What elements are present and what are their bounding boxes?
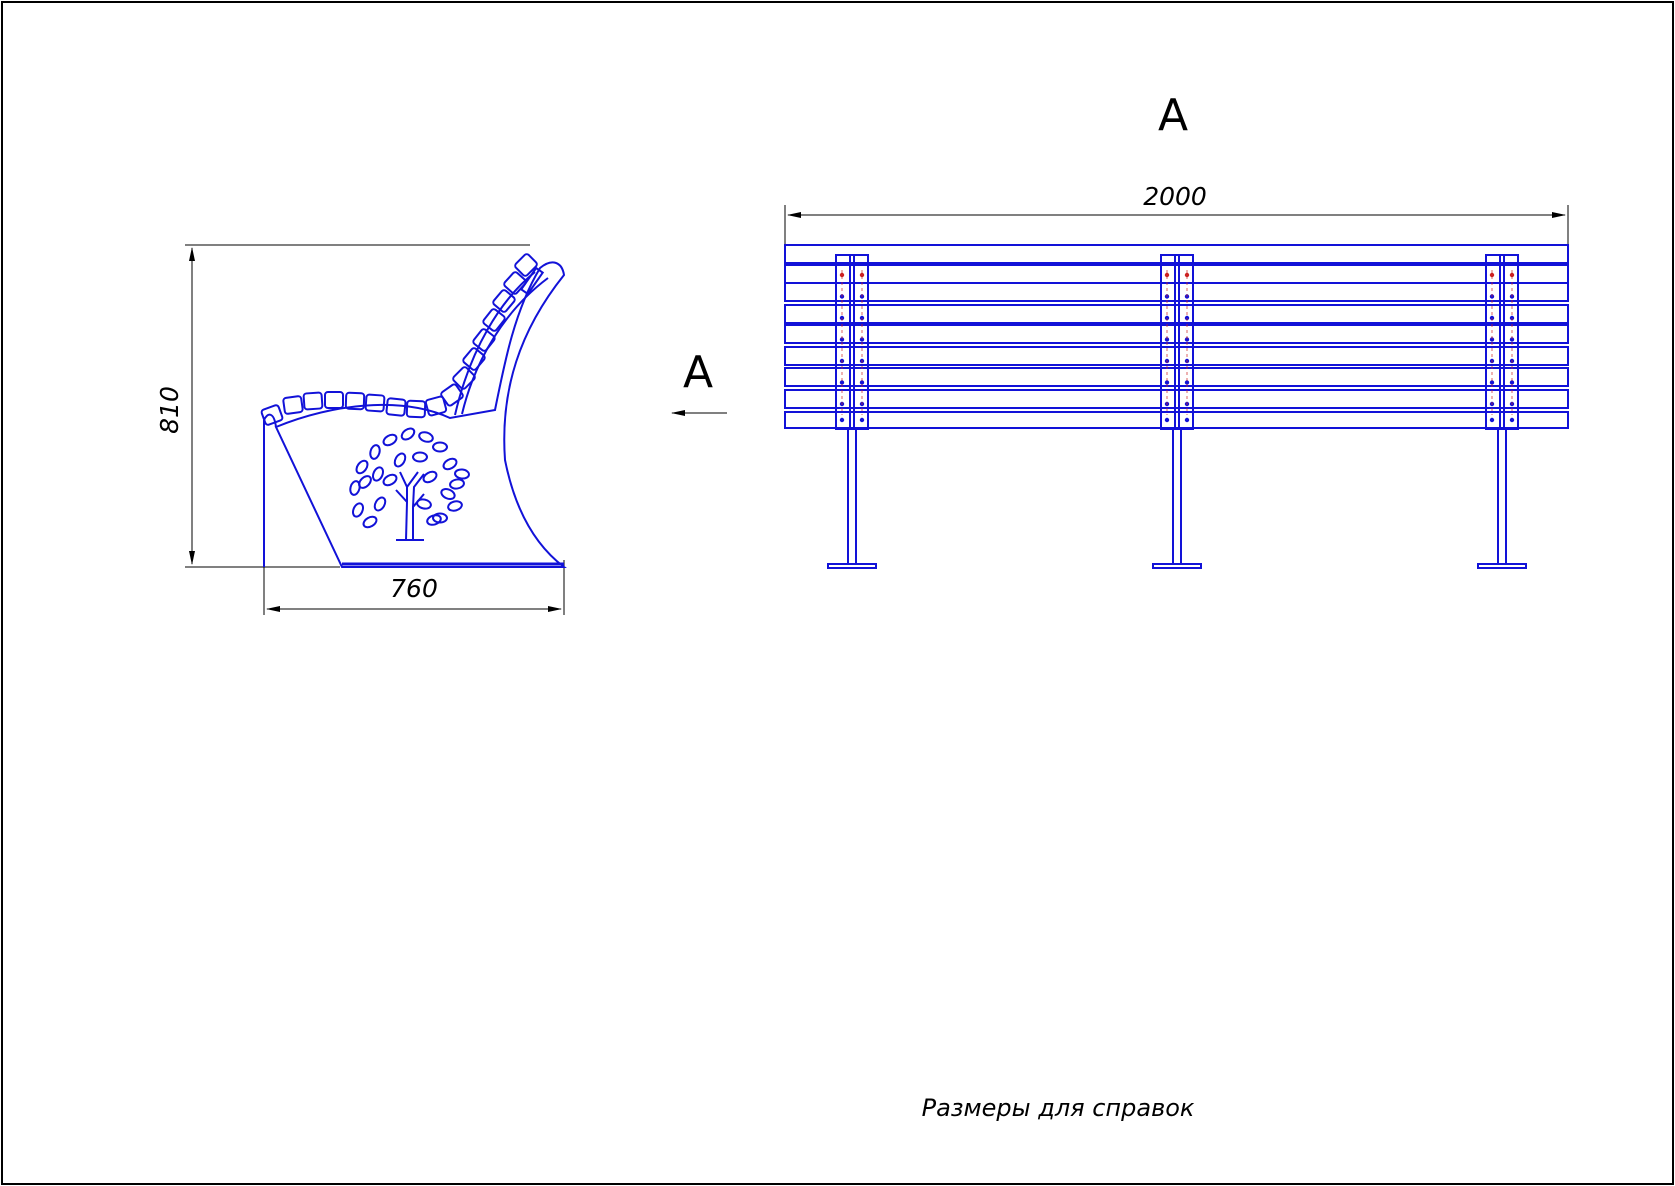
view-arrow-label: А [683,347,713,398]
bolt [1184,272,1190,278]
seat-slat [482,308,506,332]
seat-slat [503,271,527,295]
bolt [1489,337,1495,342]
height-dimension: 810 [155,244,530,568]
bolt [1489,417,1495,423]
tree-leaf [418,431,434,443]
back-slat [784,367,1569,387]
tree-leaf [440,487,456,501]
view-a-label: А [1158,90,1188,141]
tree-leaf [382,473,398,487]
back-slat [784,264,1569,284]
front-view: А 2000 [784,90,1569,569]
tree-leaf [371,466,385,482]
seat-slat [302,391,324,411]
length-value: 2000 [1143,182,1207,211]
seat-slat [440,383,464,407]
back-slats [784,244,1569,429]
back-slat [784,304,1569,324]
bolt [1489,380,1495,385]
bolt [839,337,845,342]
tree-leaf [449,478,465,490]
tree-leaf [400,427,416,441]
bolt [1489,272,1495,278]
leg-post [1172,428,1182,565]
bolt [1509,417,1515,423]
tree-leaf [351,502,365,518]
bolt [1164,337,1170,342]
seat-slat [260,404,284,426]
bench-leg [1477,254,1527,569]
leg-post [1497,428,1507,565]
reference-note: Размеры для справок [922,1094,1195,1122]
bolt [839,380,845,385]
tree-leaf [442,457,458,471]
leg-foot [1152,563,1202,569]
tree-leaf [349,480,361,496]
seat-slat [514,253,538,277]
bolt [1509,272,1515,278]
seat-slat [424,395,448,417]
tree-leaf [432,441,448,453]
tree-leaf [355,459,369,475]
seat-slat [324,391,344,409]
tree-leaf [358,475,372,489]
bolt [839,417,845,423]
length-dimension: 2000 [784,182,1569,245]
seat-slat [282,395,304,415]
tree-leaf [393,452,407,468]
bench-leg [1152,254,1202,569]
bolt [1164,380,1170,385]
tree-leaf [369,444,381,460]
tree-leaf [454,468,470,480]
seat-slat [344,391,366,411]
tree-leaf [362,515,378,529]
leg-foot [1477,563,1527,569]
height-value: 810 [155,386,184,434]
supports [827,254,1527,569]
tree-leaf [416,498,432,510]
tree-leaf [412,451,428,463]
bolt [859,337,865,342]
tree-leaf [426,514,442,526]
tree-icon [349,427,470,541]
tree-leaf [382,433,398,447]
bolt [859,380,865,385]
leg-foot [827,563,877,569]
depth-value: 760 [390,574,438,603]
seat-slat [462,347,486,371]
bolt [859,272,865,278]
leg-post [847,428,857,565]
bolt [1184,380,1190,385]
view-direction-arrow: А [671,347,727,416]
bolt [839,272,845,278]
bench-leg [827,254,877,569]
tree-leaf [422,470,438,484]
bolt [859,417,865,423]
bolt [1184,417,1190,423]
bolt [1164,417,1170,423]
seat-slat [385,397,407,417]
back-slat [784,324,1569,344]
side-view: 810 760 [155,244,567,615]
tree-leaf [447,500,463,512]
seat-slat [472,328,496,352]
seat-slats [260,253,538,426]
back-slat [784,244,1569,264]
bolt [1509,380,1515,385]
bolt [1164,272,1170,278]
tree-leaf [373,496,387,512]
back-slat [784,346,1569,366]
seat-slat [405,399,427,419]
seat-slat [364,393,386,413]
back-slat [784,411,1569,429]
back-slat [784,389,1569,409]
seat-slat [492,289,516,313]
bolt [1184,337,1190,342]
bolt [1509,337,1515,342]
back-slat [784,282,1569,302]
seat-slat [452,366,476,390]
